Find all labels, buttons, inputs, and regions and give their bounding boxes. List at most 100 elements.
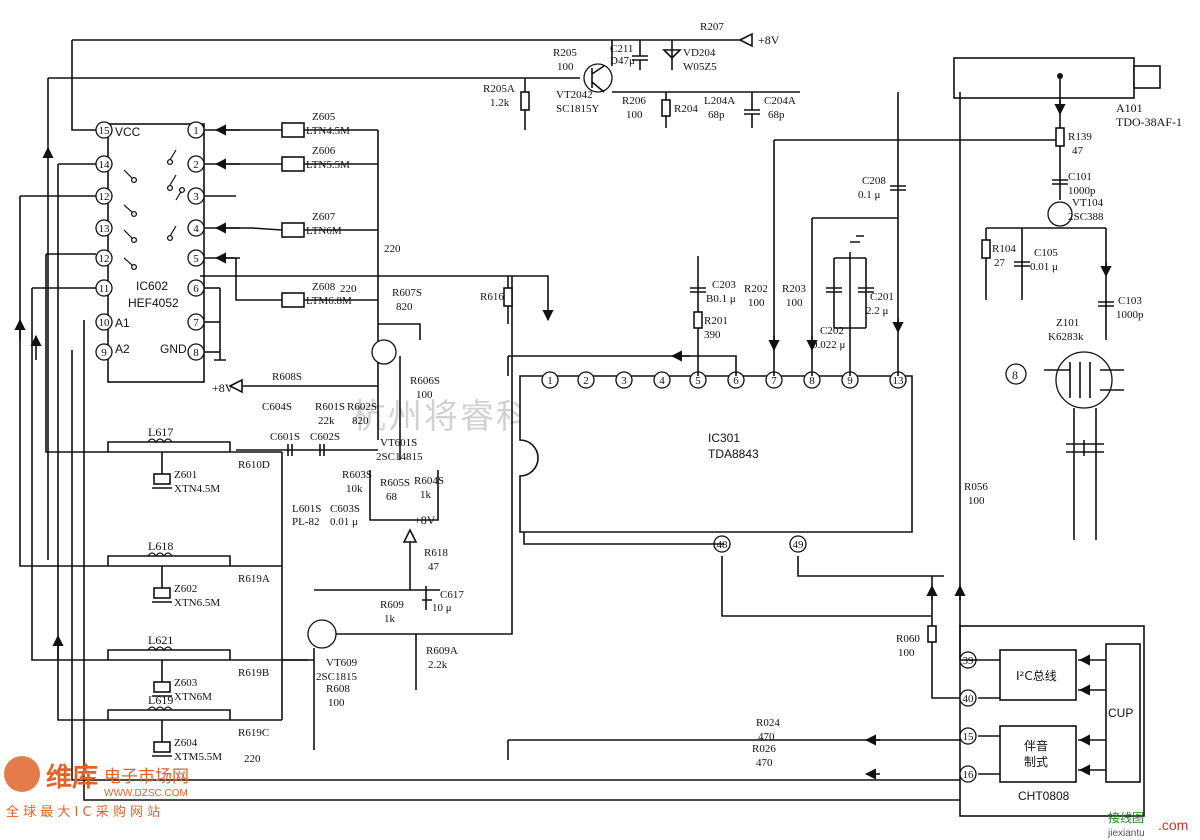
top-filter-name: Z606 — [312, 145, 336, 157]
ic301-pin-1-number: 1 — [547, 375, 553, 387]
z101-value: K6283k — [1048, 331, 1084, 343]
ic602-a1-label: A1 — [115, 316, 130, 330]
r607s-label: R607S — [392, 287, 422, 299]
vt104-value: 2SC388 — [1068, 211, 1104, 223]
badge-dom: .com — [1158, 817, 1188, 833]
ic602-part: HEF4052 — [128, 296, 179, 310]
ic602-right-pin-3-number: 3 — [193, 191, 199, 203]
c604s-label: C604S — [262, 401, 292, 413]
top-supply-wiring: +8V R207 — [42, 21, 780, 560]
l204a-value: 68p — [708, 109, 725, 121]
c202-label: C202 — [820, 325, 844, 337]
c208-value: 0.1 μ — [858, 189, 881, 201]
r205a-value: 1.2k — [490, 97, 510, 109]
vd204-value: W05Z5 — [683, 61, 717, 73]
r604s-label: R604S — [414, 475, 444, 487]
ic602-left-pin-5: 11 — [95, 279, 113, 297]
i2c-bus-label: I²C总线 — [1016, 669, 1057, 683]
r220a-label: 220 — [384, 243, 401, 255]
ic301-pin-49-number: 49 — [793, 539, 805, 551]
ic602-gnd-label: GND — [160, 342, 187, 356]
vt2042-stage: R205A 1.2k R205 100 VT2042 SC1815Y C211 … — [483, 40, 800, 130]
ic602-right-pin-7-number: 7 — [193, 317, 199, 329]
ic301-pin-2-number: 2 — [583, 375, 589, 387]
bottom-filter-coil: L617 — [148, 425, 173, 439]
r609-label: R609 — [380, 599, 404, 611]
bottom-filter-name: Z602 — [174, 583, 197, 595]
ic602-left-pin-5-number: 11 — [99, 283, 110, 295]
r201-label: R201 — [704, 315, 728, 327]
left-feed-lines — [14, 163, 960, 801]
c602s-label: C602S — [310, 431, 340, 443]
ic301-pin-4: 4 — [653, 371, 671, 389]
ic602-left-pin-3: 13 — [95, 219, 113, 237]
vt601s-stage: R607S 820 +8V R608S C604S R601S 22k R602… — [212, 287, 444, 528]
r602s-label: R602S — [347, 401, 377, 413]
ic301-pin-3-number: 3 — [621, 375, 627, 387]
r609-value: 1k — [384, 613, 396, 625]
r608-value: 100 — [328, 697, 345, 709]
r618-value: 47 — [428, 561, 440, 573]
r609a-value: 2.2k — [428, 659, 448, 671]
vd204-label: VD204 — [683, 47, 716, 59]
r205-label: R205 — [553, 47, 577, 59]
r060-label: R060 — [896, 633, 920, 645]
ic301-pin-6-number: 6 — [733, 375, 739, 387]
c103-label: C103 — [1118, 295, 1142, 307]
ic602-right-pin-4: 4 — [187, 219, 205, 237]
ic602-left-pin-2-number: 12 — [99, 191, 110, 203]
r104-value: 27 — [994, 257, 1006, 269]
l601s-value: PL-82 — [292, 516, 320, 528]
l601s-label: L601S — [292, 503, 321, 515]
cht0808-block: I²C总线 伴音 制式 CUP CHT0808 — [959, 625, 1145, 817]
top-filter-name: Z607 — [312, 211, 336, 223]
r604s-value: 1k — [420, 489, 432, 501]
ic602-left-pin-0: 15 — [95, 121, 113, 139]
ic602-left-pin-2: 12 — [95, 187, 113, 205]
ic602-vcc-label: VCC — [115, 125, 141, 139]
r607s-value: 820 — [396, 301, 413, 313]
r603s-value: 10k — [346, 483, 363, 495]
vt609-label: VT609 — [326, 657, 358, 669]
ic602-name: IC602 — [136, 279, 168, 293]
plus8v-low: +8V — [414, 513, 436, 527]
ic602-left-pin-7-number: 9 — [101, 347, 107, 359]
ic301-part: TDA8843 — [708, 447, 759, 461]
r606s-value: 100 — [416, 389, 433, 401]
badge-cn: 接线图 — [1108, 810, 1144, 825]
ic301-pin-4-number: 4 — [659, 375, 665, 387]
bottom-filter-res: R619B — [238, 667, 269, 679]
ic602-left-pin-1: 14 — [95, 155, 113, 173]
ic602-right-pin-3: 3 — [187, 187, 205, 205]
cht0808-pin-16: 16 — [959, 765, 977, 783]
r608-label: R608 — [326, 683, 350, 695]
r207-label: R207 — [700, 21, 724, 33]
ic602-left-pin-0-number: 15 — [99, 125, 111, 137]
ic602-right-pin-6: 6 — [187, 279, 205, 297]
circle-mark: 8 — [1012, 368, 1018, 382]
c105-value: 0.01 μ — [1030, 261, 1058, 273]
vt609-value: 2SC1815 — [316, 671, 357, 683]
c617-value: 10 μ — [432, 602, 452, 614]
r206-value: 100 — [626, 109, 643, 121]
c601s-label: C601S — [270, 431, 300, 443]
ic301-pin6-loop — [507, 355, 737, 376]
r618-label: R618 — [424, 547, 448, 559]
r609a-label: R609A — [426, 645, 458, 657]
logo-brand: 维库 — [46, 762, 98, 793]
bottom-filter-part: XTN6M — [174, 691, 212, 703]
r601s-value: 22k — [318, 415, 335, 427]
r026-label: R026 — [752, 743, 776, 755]
r616-resistor: R616 — [200, 275, 554, 324]
ic602-right-pin-2: 2 — [187, 155, 205, 173]
ic602-a2-label: A2 — [115, 342, 130, 356]
plus8v-top: +8V — [758, 33, 780, 47]
